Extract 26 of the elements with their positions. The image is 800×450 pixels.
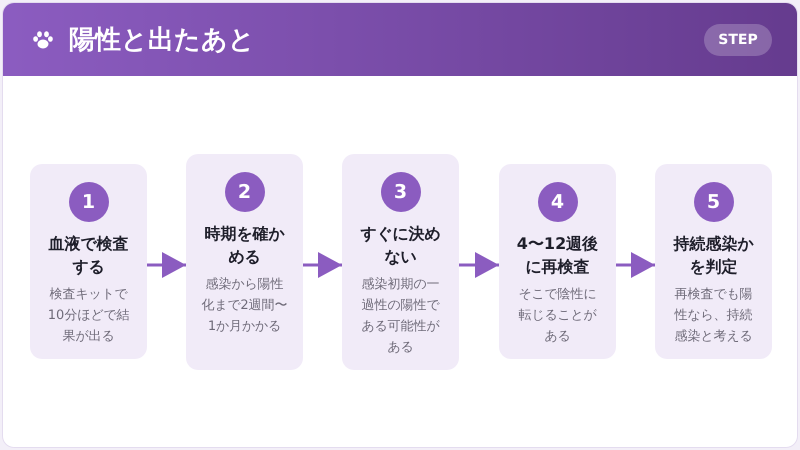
step-heading: 4〜12週後に再検査	[516, 233, 600, 278]
step-card	[342, 154, 459, 370]
step-card	[30, 164, 147, 359]
step-heading: すぐに決めない	[360, 223, 442, 268]
arrow	[303, 252, 342, 278]
step-number: 1	[68, 182, 108, 222]
arrow	[459, 252, 499, 278]
step-description: 再検査でも陽性なら、持続感染と考える	[673, 286, 754, 346]
step-number: 4	[538, 182, 578, 222]
arrow	[616, 252, 655, 278]
step-number: 5	[694, 182, 734, 222]
step-heading: 時期を確かめる	[204, 223, 286, 268]
step-number: 3	[380, 172, 420, 212]
step-heading: 血液で検査する	[48, 233, 130, 278]
step-card	[499, 164, 616, 359]
step-heading: 持続感染かを判定	[672, 233, 754, 278]
step-card	[655, 164, 772, 359]
step-description: 感染初期の一過性の陽性である可能性がある	[360, 276, 441, 357]
arrow	[147, 252, 186, 278]
step-number: 2	[224, 172, 264, 212]
step-badge: STEP	[704, 24, 772, 56]
step-description: 感染から陽性化まで2週間〜1か月かかる	[200, 276, 289, 336]
step-description: そこで陰性に転じることがある	[518, 286, 598, 346]
step-description: 検査キットで10分ほどで結果が出る	[46, 286, 130, 346]
step-card	[186, 154, 303, 370]
title: 陽性と出たあと	[69, 24, 255, 57]
